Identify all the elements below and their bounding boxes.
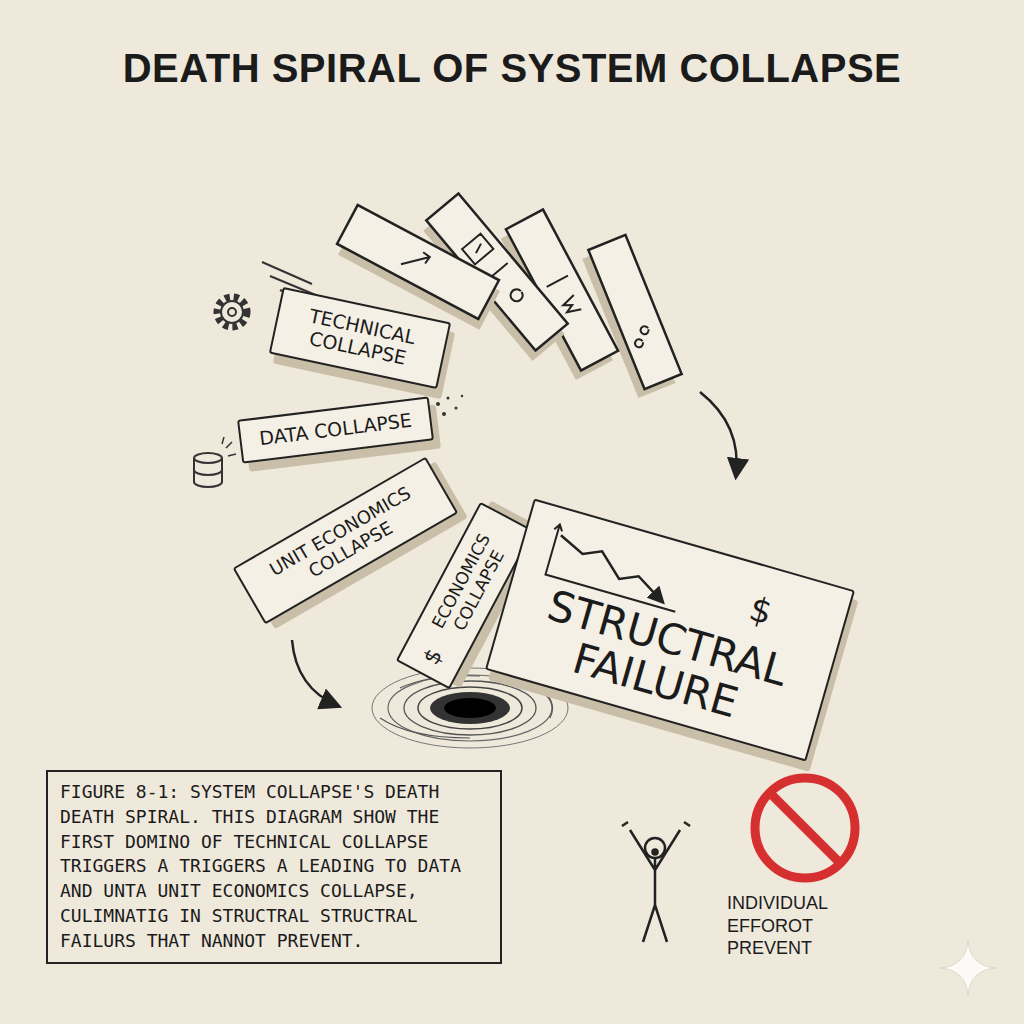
figure-caption: FIGURE 8-1: SYSTEM COLLAPSE'S DEATH DEAT… [46,770,502,964]
failure-slab: $STRUCTRAL FAILURE [485,498,855,761]
domino-block: UNIT ECONOMICS COLLAPSE [233,457,459,625]
diagram-title: DEATH SPIRAL OF SYSTEM COLLAPSE [0,46,1024,91]
domino-block: TECHNICAL COLLAPSE [269,287,451,389]
currency-symbol: $ [418,644,447,668]
domino-label: UNIT ECONOMICS COLLAPSE [251,474,441,607]
currency-symbol: $ [746,591,776,630]
domino-label: DATA COLLAPSE [258,410,413,450]
domino-label: TECHNICAL COLLAPSE [291,303,429,373]
note-label: INDIVIDUAL EFFOROT PREVENT [727,892,852,960]
domino-block: DATA COLLAPSE [237,396,434,463]
